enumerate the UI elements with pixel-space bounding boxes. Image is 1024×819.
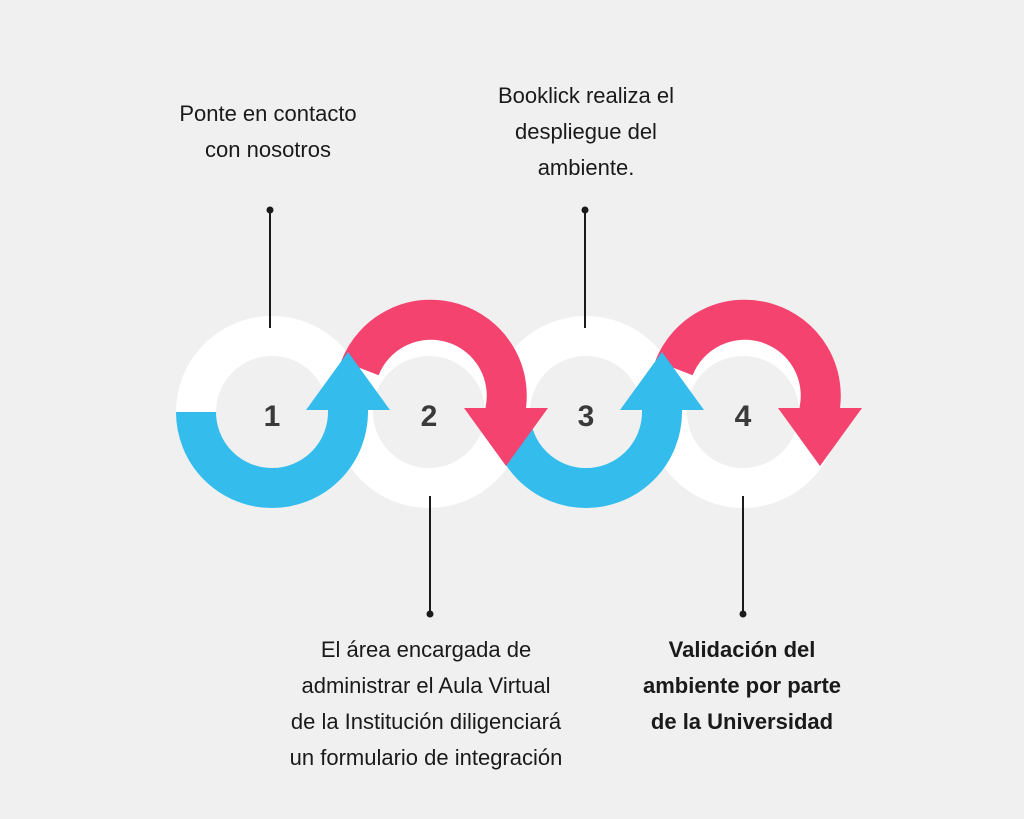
pink-arrowhead-2 xyxy=(464,408,548,466)
step-3-line-2: despliegue del xyxy=(515,119,657,144)
step-2-line-1: El área encargada de xyxy=(320,637,532,662)
step-1-line-2: con nosotros xyxy=(205,137,331,162)
step-3-line-3: ambiente. xyxy=(537,155,635,180)
step-4-line-2: ambiente por parte xyxy=(642,673,842,698)
step-4-description: Validación del ambiente por parte de la … xyxy=(592,632,892,740)
pink-arc-2 xyxy=(341,299,527,417)
blue-arrowhead-1 xyxy=(306,352,390,410)
blue-arrowhead-3 xyxy=(620,352,704,410)
step-number-3: 3 xyxy=(578,400,595,433)
step-4-line-1: Validación del xyxy=(668,637,816,662)
step-number-1: 1 xyxy=(264,400,281,433)
step-2-line-4: un formulario de integración xyxy=(289,745,563,770)
step-1-line-1: Ponte en contacto xyxy=(179,101,357,126)
connector-dot-3 xyxy=(581,206,589,214)
connector-dot-4 xyxy=(739,610,747,618)
step-2-line-2: administrar el Aula Virtual xyxy=(301,673,551,698)
step-2-line-3: de la Institución diligenciará xyxy=(290,709,562,734)
step-2-description: El área encargada de administrar el Aula… xyxy=(246,632,606,776)
step-1-description: Ponte en contacto con nosotros xyxy=(118,96,418,168)
step-3-line-1: Booklick realiza el xyxy=(497,83,675,108)
connector-dot-1 xyxy=(266,206,274,214)
step-3-description: Booklick realiza el despliegue del ambie… xyxy=(436,78,736,186)
pink-arrowhead-4 xyxy=(778,408,862,466)
pink-arc-4 xyxy=(655,299,841,417)
connector-dot-2 xyxy=(426,610,434,618)
step-number-2: 2 xyxy=(421,400,438,433)
step-number-4: 4 xyxy=(735,400,752,433)
step-4-line-3: de la Universidad xyxy=(650,709,834,734)
blue-arc-1 xyxy=(176,398,368,508)
